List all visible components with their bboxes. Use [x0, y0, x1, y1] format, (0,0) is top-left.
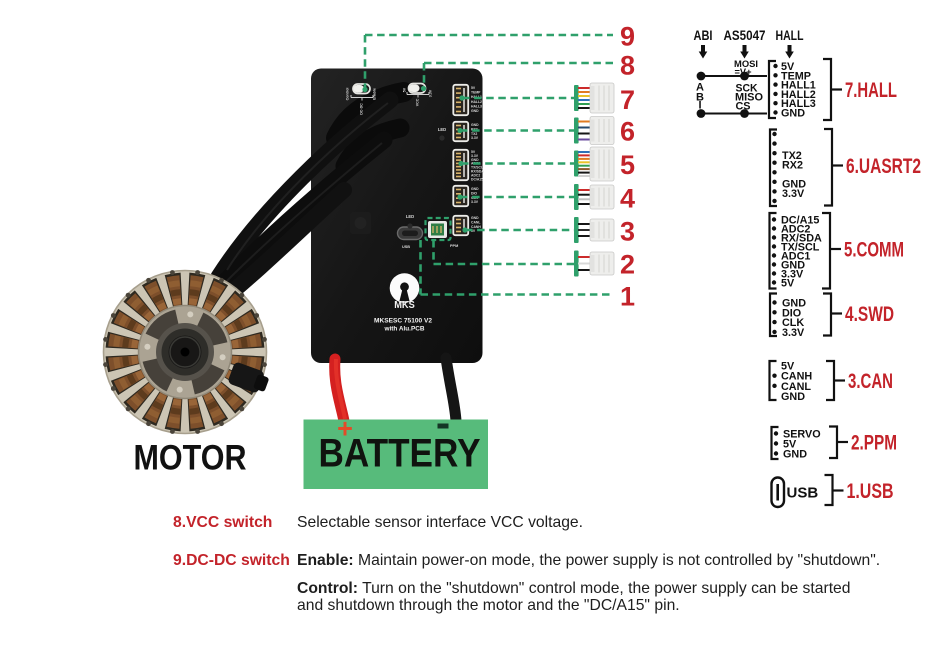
- svg-text:TX/SCL: TX/SCL: [781, 242, 820, 254]
- svg-text:CLK: CLK: [782, 317, 804, 329]
- svg-text:GND: GND: [471, 158, 479, 162]
- svg-text:MKS: MKS: [394, 300, 415, 311]
- svg-text:3.3V: 3.3V: [782, 188, 805, 200]
- svg-text:BATTERY: BATTERY: [319, 432, 481, 476]
- svg-text:3: 3: [620, 217, 635, 247]
- svg-text:with Alu.PCB: with Alu.PCB: [383, 326, 424, 333]
- svg-text:Enable: Enable: [373, 88, 377, 100]
- svg-text:1.USB: 1.USB: [847, 479, 894, 503]
- svg-text:CANL: CANL: [781, 381, 811, 393]
- svg-text:=V+: =V+: [735, 67, 752, 78]
- svg-text:CANH: CANH: [781, 371, 812, 383]
- svg-text:GND: GND: [783, 449, 807, 461]
- svg-text:3.3V: 3.3V: [471, 200, 479, 204]
- svg-text:4: 4: [620, 184, 635, 214]
- svg-text:DIO: DIO: [782, 307, 801, 319]
- svg-text:2: 2: [620, 250, 635, 280]
- svg-text:2.PPM: 2.PPM: [851, 431, 897, 455]
- svg-text:HALL2: HALL2: [471, 100, 482, 104]
- svg-text:5: 5: [620, 150, 635, 180]
- svg-text:6.UASRT2: 6.UASRT2: [846, 154, 921, 178]
- svg-text:GND: GND: [471, 123, 479, 127]
- svg-text:CANH: CANH: [471, 225, 481, 229]
- svg-text:3.3V: 3.3V: [429, 89, 433, 97]
- svg-text:MOSI: MOSI: [734, 59, 758, 70]
- svg-text:1: 1: [620, 282, 635, 312]
- svg-text:GND: GND: [471, 187, 479, 191]
- svg-text:9: 9: [620, 22, 635, 52]
- svg-text:ADC2: ADC2: [781, 224, 810, 236]
- svg-text:5V: 5V: [471, 229, 476, 233]
- svg-text:3.3V: 3.3V: [782, 327, 805, 339]
- svg-text:TX2: TX2: [782, 150, 802, 162]
- svg-text:7: 7: [620, 85, 635, 115]
- svg-text:TEMP: TEMP: [471, 91, 481, 95]
- svg-text:5V: 5V: [471, 86, 476, 90]
- svg-text:HALL: HALL: [776, 28, 804, 43]
- svg-text:RX/SDA: RX/SDA: [781, 233, 822, 245]
- svg-text:ABI: ABI: [694, 28, 713, 43]
- svg-text:LED: LED: [406, 214, 414, 219]
- svg-text:6: 6: [620, 117, 635, 147]
- svg-text:5V: 5V: [783, 439, 797, 451]
- svg-text:HALL3: HALL3: [781, 98, 816, 110]
- svg-text:TX/SCL: TX/SCL: [471, 166, 483, 170]
- svg-text:USB: USB: [787, 485, 819, 502]
- svg-text:5V: 5V: [781, 278, 795, 290]
- svg-text:5V: 5V: [471, 150, 476, 154]
- svg-text:TX2: TX2: [471, 132, 477, 136]
- svg-text:VCC: VCC: [416, 98, 420, 106]
- svg-text:ADC1: ADC1: [781, 251, 810, 263]
- svg-text:3.3V: 3.3V: [781, 269, 804, 281]
- svg-text:4.SWD: 4.SWD: [845, 302, 894, 326]
- svg-text:MKSESC 75100 V2: MKSESC 75100 V2: [374, 318, 433, 325]
- svg-text:3.3V: 3.3V: [471, 154, 479, 158]
- svg-text:USB: USB: [402, 245, 410, 249]
- svg-text:HALL1: HALL1: [781, 80, 816, 92]
- svg-text:5V: 5V: [403, 87, 407, 92]
- svg-text:DC/A15: DC/A15: [781, 215, 819, 227]
- svg-text:I: I: [698, 100, 701, 112]
- svg-text:SCK: SCK: [736, 83, 758, 95]
- svg-text:GND: GND: [782, 298, 806, 310]
- svg-text:A: A: [696, 82, 704, 94]
- svg-text:LED: LED: [438, 127, 446, 132]
- svg-text:HALL3: HALL3: [471, 104, 482, 108]
- svg-text:GND: GND: [471, 216, 479, 220]
- svg-text:3.3V: 3.3V: [471, 136, 479, 140]
- svg-text:MISO: MISO: [735, 92, 763, 104]
- svg-text:RX2: RX2: [782, 159, 803, 171]
- svg-text:RX/SDA: RX/SDA: [471, 170, 484, 174]
- svg-text:DC/A15: DC/A15: [471, 177, 483, 181]
- svg-text:GND: GND: [781, 260, 805, 272]
- svg-text:DC-DC: DC-DC: [360, 103, 364, 115]
- svg-text:PPM: PPM: [450, 244, 458, 248]
- svg-text:GND: GND: [781, 108, 805, 120]
- svg-text:GND: GND: [782, 179, 806, 191]
- svg-text:GND: GND: [471, 109, 479, 113]
- svg-text:5.COMM: 5.COMM: [844, 238, 904, 262]
- svg-text:CS: CS: [736, 101, 751, 113]
- svg-text:B: B: [696, 92, 704, 104]
- svg-text:8: 8: [620, 51, 635, 81]
- svg-text:ADC2: ADC2: [471, 173, 480, 177]
- svg-text:+: +: [337, 414, 353, 444]
- svg-text:TEMP: TEMP: [781, 70, 811, 82]
- svg-text:5V: 5V: [781, 361, 795, 373]
- svg-text:5V: 5V: [781, 61, 795, 73]
- svg-text:GND: GND: [781, 391, 805, 403]
- svg-text:AS5047: AS5047: [724, 28, 766, 43]
- svg-text:SERVO: SERVO: [783, 429, 821, 441]
- svg-text:HALL2: HALL2: [781, 89, 816, 101]
- svg-text:MOTOR: MOTOR: [134, 439, 247, 478]
- svg-text:CANL: CANL: [471, 220, 480, 224]
- svg-text:Control: Control: [346, 88, 350, 101]
- svg-text:7.HALL: 7.HALL: [845, 78, 897, 102]
- svg-text:DIO: DIO: [471, 191, 477, 195]
- svg-text:3.CAN: 3.CAN: [848, 369, 893, 393]
